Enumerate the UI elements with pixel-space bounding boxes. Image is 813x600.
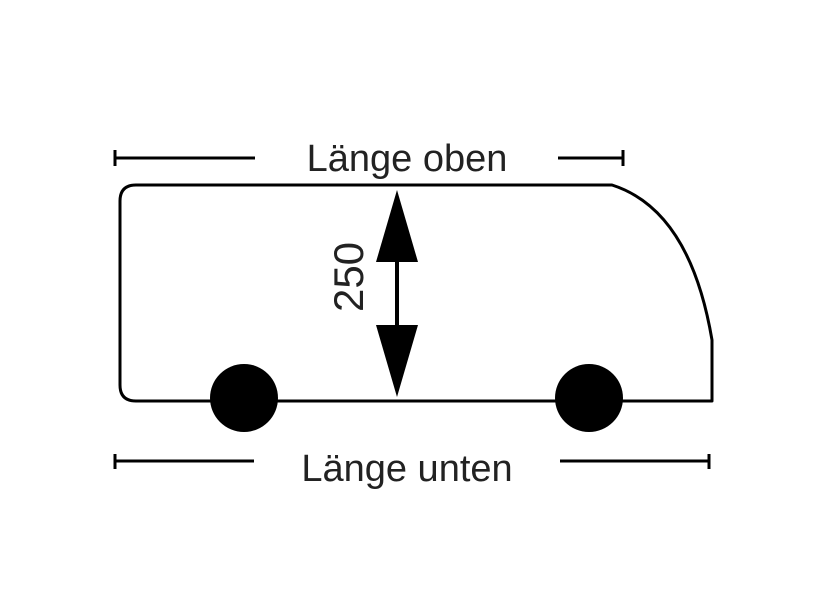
camper-body-outline [118,183,714,403]
front-wheel [210,364,278,432]
height-arrow [376,190,418,397]
height-label: 250 [325,242,372,312]
top-length-label: Länge oben [307,138,508,180]
bottom-length-label: Länge unten [301,448,512,490]
bottom-length-dimension: Länge unten [113,448,711,490]
height-arrow-down-head [376,325,418,397]
top-length-dimension: Länge oben [113,138,625,180]
height-arrow-up-head [376,190,418,262]
rear-wheel [555,364,623,432]
